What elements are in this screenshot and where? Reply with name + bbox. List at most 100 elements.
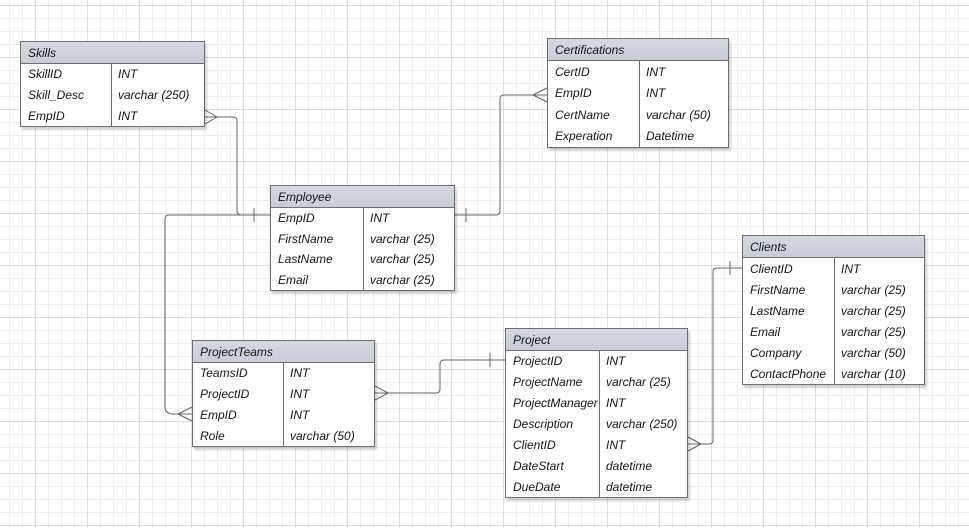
entity-title: Certifications (555, 42, 625, 57)
field-type: INT (290, 407, 310, 422)
entity-header[interactable]: Certifications (548, 39, 728, 61)
field-name: ContactPhone (750, 366, 827, 381)
crow-foot-icon (177, 406, 193, 422)
crow-foot-icon (687, 436, 702, 452)
field-name: CertName (555, 107, 610, 122)
field-type: INT (646, 64, 666, 79)
table-row[interactable]: CertName varchar (50) (548, 104, 728, 126)
field-type: INT (290, 366, 310, 381)
field-type: varchar (25) (370, 252, 435, 267)
entity-title: Employee (278, 189, 332, 204)
table-row[interactable]: Email varchar (25) (271, 270, 454, 291)
field-name: EmpID (555, 86, 592, 101)
entity-title: ProjectTeams (200, 344, 273, 359)
field-name: Email (278, 272, 309, 287)
field-name: Role (200, 428, 225, 443)
field-type: varchar (250) (118, 88, 190, 102)
connector-line[interactable] (164, 214, 270, 415)
crow-foot-icon (204, 109, 218, 125)
field-name: EmpID (278, 211, 315, 226)
field-name: FirstName (278, 231, 334, 246)
crow-foot-icon (374, 385, 389, 401)
table-row[interactable]: Company varchar (50) (743, 342, 924, 363)
field-type: varchar (25) (841, 303, 906, 318)
table-row[interactable]: ContactPhone varchar (10) (743, 363, 924, 384)
table-row[interactable]: FirstName varchar (25) (743, 279, 924, 300)
field-type: Datetime (646, 129, 695, 144)
table-row[interactable]: LastName varchar (25) (743, 300, 924, 321)
field-type: INT (646, 86, 666, 101)
table-row[interactable]: EmpID INT (548, 83, 728, 105)
field-type: varchar (25) (370, 272, 435, 287)
connector-skills-employee[interactable] (204, 109, 270, 222)
table-row[interactable]: TeamsID INT (193, 363, 374, 384)
field-name: LastName (278, 252, 333, 267)
entity-certifications[interactable]: Certifications CertID INT EmpID INT CertName… (547, 38, 729, 148)
table-row[interactable]: LastName varchar (25) (271, 249, 454, 270)
entity-header[interactable]: Employee (271, 186, 454, 208)
field-type: varchar (50) (841, 345, 906, 360)
entity-header[interactable]: Skills (21, 42, 204, 64)
connector-line[interactable] (217, 116, 270, 216)
entity-fields: CertID INT EmpID INT CertName varchar (50) Exp… (548, 61, 728, 147)
field-type: varchar (50) (646, 107, 711, 122)
connector-employee-certifications[interactable] (455, 87, 548, 222)
field-type: INT (118, 67, 138, 82)
entity-title: Project (513, 332, 551, 347)
entity-header[interactable]: ProjectTeams (193, 341, 374, 363)
connector-line[interactable] (701, 267, 742, 445)
field-name: TeamsID (200, 366, 248, 381)
field-name: CertID (555, 64, 590, 79)
crow-foot-icon (532, 87, 548, 103)
field-name: ProjectID (513, 354, 563, 369)
table-row[interactable]: ProjectID INT (506, 351, 687, 372)
field-name: ProjectID (200, 387, 250, 402)
field-name: FirstName (750, 282, 806, 297)
entity-title: Skills (28, 45, 57, 60)
field-type: varchar (25) (370, 231, 435, 246)
connector-projectteams-project[interactable] (374, 353, 505, 401)
connector-line[interactable] (455, 94, 533, 216)
table-row[interactable]: FirstName varchar (25) (271, 229, 454, 250)
field-name: ClientID (750, 261, 793, 276)
field-name: LastName (750, 303, 805, 318)
field-name: ClientID (513, 437, 556, 452)
entity-header[interactable]: Project (506, 329, 687, 351)
connector-line[interactable] (388, 359, 505, 394)
connector-employee-projectteams[interactable] (164, 214, 270, 422)
field-type: varchar (25) (841, 282, 906, 297)
field-name: Experation (555, 129, 613, 144)
field-name: Company (750, 345, 802, 360)
table-row[interactable]: CertID INT (548, 61, 728, 83)
field-name: DueDate (513, 479, 561, 494)
field-type: varchar (10) (841, 366, 906, 381)
table-row[interactable]: Experation Datetime (548, 126, 728, 148)
field-type: INT (606, 354, 626, 369)
connector-project-clients[interactable] (687, 261, 742, 452)
entity-header[interactable]: Clients (743, 236, 924, 258)
